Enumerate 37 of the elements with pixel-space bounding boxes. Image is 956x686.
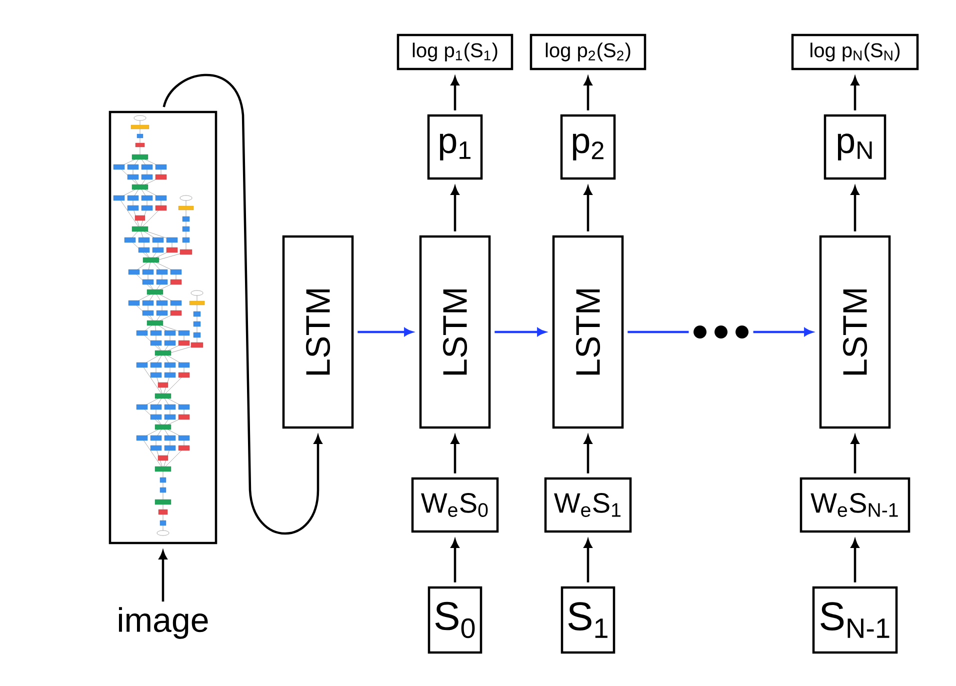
word-box: S$_{N-1}$	[812, 586, 898, 654]
arrow	[753, 328, 812, 336]
input-label: image	[118, 607, 208, 639]
network-picture	[108, 110, 218, 544]
embedding-box: W$_{e}$S$_{0}$	[411, 477, 499, 533]
connector-line	[628, 330, 689, 334]
embedding-box: W$_{e}$S$_{N-1}$	[800, 477, 910, 533]
log-probability-box: log p$_{1}$(S$_{1}$)	[396, 34, 514, 70]
arrow	[584, 436, 592, 474]
word-box: S$_{0}$	[428, 586, 482, 654]
log-probability-box: log p$_{N}$(S$_{N}$)	[791, 34, 919, 70]
probability-box: p$_{1}$	[427, 114, 483, 180]
arrow	[451, 436, 459, 474]
lstm-box: LSTM	[819, 235, 891, 429]
arrow	[584, 186, 592, 232]
arrow	[358, 328, 412, 336]
probability-box: p$_{2}$	[560, 114, 616, 180]
ellipsis-dots	[694, 326, 748, 338]
probability-box: p$_{N}$	[824, 114, 886, 180]
arrow	[851, 436, 859, 474]
word-box: S$_{1}$	[560, 586, 616, 654]
curved-arrow	[162, 74, 322, 534]
lstm-box: LSTM	[552, 235, 624, 429]
lstm-box: LSTM	[419, 235, 491, 429]
arrow	[584, 540, 592, 582]
log-probability-box: log p$_{2}$(S$_{2}$)	[530, 34, 646, 70]
arrow	[851, 77, 859, 110]
arrow	[451, 77, 459, 110]
arrow	[494, 328, 546, 336]
arrow	[584, 77, 592, 110]
arrow	[159, 551, 167, 602]
lstm-box: LSTM	[282, 235, 354, 429]
arrow	[851, 186, 859, 232]
embedding-box: W$_{e}$S$_{1}$	[544, 477, 632, 533]
arrow	[451, 540, 459, 582]
arrow	[451, 186, 459, 232]
arrow	[851, 540, 859, 582]
